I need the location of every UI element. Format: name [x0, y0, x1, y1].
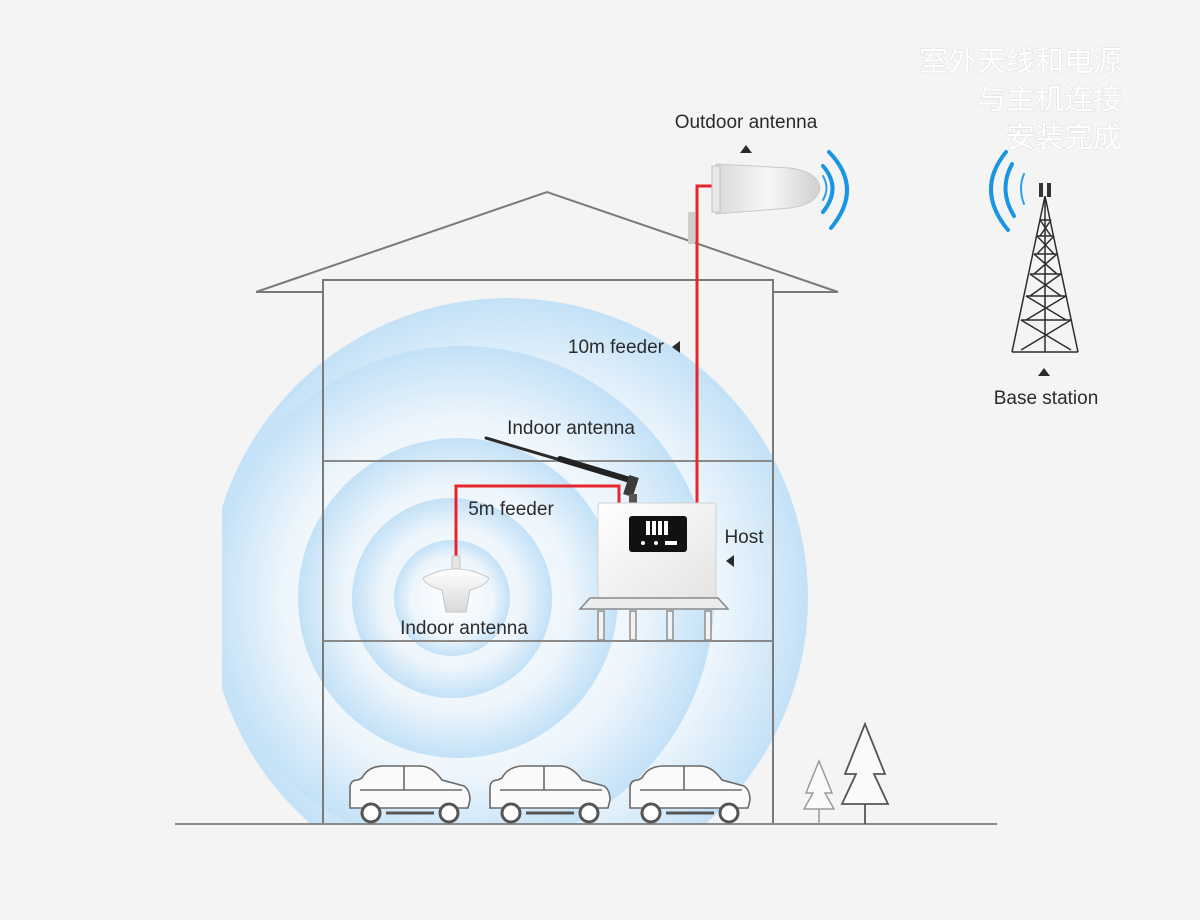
host-stand	[578, 597, 730, 641]
base-station-tower	[1011, 183, 1079, 353]
car-3	[629, 765, 751, 824]
indoor-whip-antenna	[484, 436, 639, 506]
outdoor-antenna-label: Outdoor antenna	[675, 112, 818, 133]
car-1	[349, 765, 471, 824]
outdoor-antenna-pointer	[740, 145, 752, 153]
watermark-line-1: 室外天线和电源	[919, 44, 1122, 78]
feeder-10m-label: 10m feeder	[568, 337, 665, 358]
watermark-line-3: 安装完成	[1006, 120, 1122, 154]
watermark-line-2: 与主机连接	[977, 82, 1122, 116]
feeder-10m-pointer	[672, 341, 680, 353]
tree-large	[840, 721, 890, 824]
base-station-pointer	[1038, 368, 1050, 376]
car-2	[489, 765, 611, 824]
host-label: Host	[724, 527, 764, 548]
host-pointer	[726, 555, 734, 567]
indoor-antenna-bottom-label: Indoor antenna	[400, 618, 528, 639]
outdoor-signal-waves	[821, 150, 849, 230]
outdoor-antenna	[711, 163, 821, 215]
feeder-5m-label: 5m feeder	[468, 499, 554, 520]
feeder-5m-cable	[454, 484, 621, 557]
roof	[255, 190, 839, 293]
indoor-ceiling-antenna	[422, 555, 490, 613]
watermark: 室外天线和电源 与主机连接 安装完成	[918, 43, 1122, 154]
tree-small	[802, 759, 836, 824]
indoor-antenna-top-label: Indoor antenna	[507, 418, 635, 439]
host-unit	[597, 502, 717, 600]
mast	[688, 212, 695, 244]
base-station-label: Base station	[994, 388, 1099, 409]
base-station-signal-waves	[989, 150, 1025, 232]
